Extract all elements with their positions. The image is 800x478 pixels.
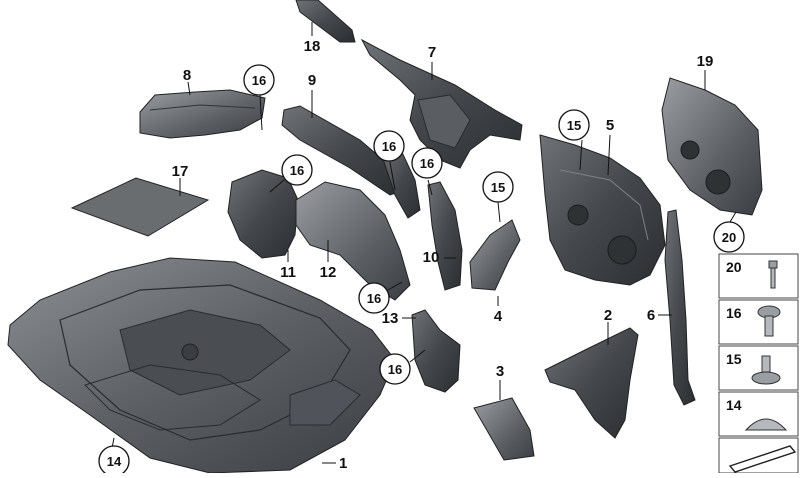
part-3-pad — [473, 397, 535, 461]
callout-circle-20 — [713, 221, 745, 253]
callout-circle-16f — [379, 353, 411, 385]
label-10: 10 — [423, 249, 440, 266]
callout-circle-15b — [482, 171, 514, 203]
leader-16d — [427, 179, 433, 196]
label-4: 4 — [494, 308, 503, 325]
label-2: 2 — [604, 307, 612, 324]
label-8: 8 — [183, 67, 191, 84]
label-9: 9 — [308, 72, 316, 89]
callout-circle-16b — [281, 154, 313, 186]
callout-circle-16e — [358, 282, 390, 314]
leader-16f — [409, 349, 426, 363]
hex-nut-icon — [751, 355, 781, 385]
part-19-panel — [661, 77, 763, 216]
legend-box-16 — [718, 299, 799, 345]
leader-16c — [389, 161, 396, 191]
label-16d: 16 — [420, 156, 434, 171]
part-5-door-insulation — [539, 134, 666, 286]
label-16b: 16 — [290, 163, 304, 178]
leader-20 — [729, 211, 737, 223]
part-12-insulation — [295, 181, 411, 301]
part-number-strip-icon — [728, 445, 797, 473]
label-6: 6 — [647, 307, 655, 324]
leader-15b — [497, 201, 501, 223]
part-1-underbody-panel — [7, 257, 396, 474]
expanding-rivet-icon — [757, 305, 781, 337]
label-3: 3 — [496, 363, 504, 380]
label-12: 12 — [320, 264, 337, 281]
leader-15a — [579, 139, 583, 171]
part-13-insulation — [411, 309, 461, 393]
legend-number-15: 15 — [726, 351, 742, 367]
leader-8 — [187, 81, 191, 96]
legend-number-14: 14 — [726, 397, 742, 413]
fastener-legend: 20 16 15 14 — [718, 253, 799, 474]
legend-number-16: 16 — [726, 305, 742, 321]
part-4-bracket — [469, 219, 521, 291]
push-rivet-icon — [768, 260, 778, 289]
cap-icon — [744, 418, 788, 431]
label-1: 1 — [339, 455, 347, 472]
part-6-strip — [664, 209, 696, 406]
label-7: 7 — [428, 44, 436, 61]
label-16e: 16 — [367, 291, 381, 306]
label-15b: 15 — [491, 180, 505, 195]
callout-circle-16a — [243, 64, 275, 96]
label-11: 11 — [280, 264, 296, 281]
label-18: 18 — [304, 38, 321, 55]
part-7-bulkhead-insulation — [360, 38, 523, 169]
part-8-insulation — [139, 89, 266, 139]
label-5: 5 — [606, 117, 614, 134]
label-20: 20 — [722, 230, 736, 245]
label-16f: 16 — [388, 362, 402, 377]
legend-number-20: 20 — [726, 259, 742, 275]
leader-5 — [607, 134, 611, 176]
part-17-insulation-mat — [70, 177, 210, 237]
leader-16a — [259, 94, 263, 131]
part-2-bracket — [544, 327, 639, 439]
callout-circle-15a — [558, 109, 590, 141]
leader-16b — [269, 179, 285, 193]
part-18-trim — [295, 0, 356, 43]
label-16c: 16 — [382, 139, 396, 154]
label-19: 19 — [697, 53, 714, 70]
callout-circle-16c — [373, 130, 405, 162]
label-16a: 16 — [252, 73, 266, 88]
leader-16e — [387, 281, 403, 291]
callout-circle-16d — [411, 147, 443, 179]
part-10-insulation — [379, 147, 463, 291]
legend-box-20 — [718, 253, 799, 299]
label-14: 14 — [107, 454, 122, 469]
label-15a: 15 — [567, 118, 581, 133]
label-17: 17 — [172, 163, 189, 180]
part-11-insulation — [227, 169, 299, 259]
label-13: 13 — [382, 310, 399, 327]
